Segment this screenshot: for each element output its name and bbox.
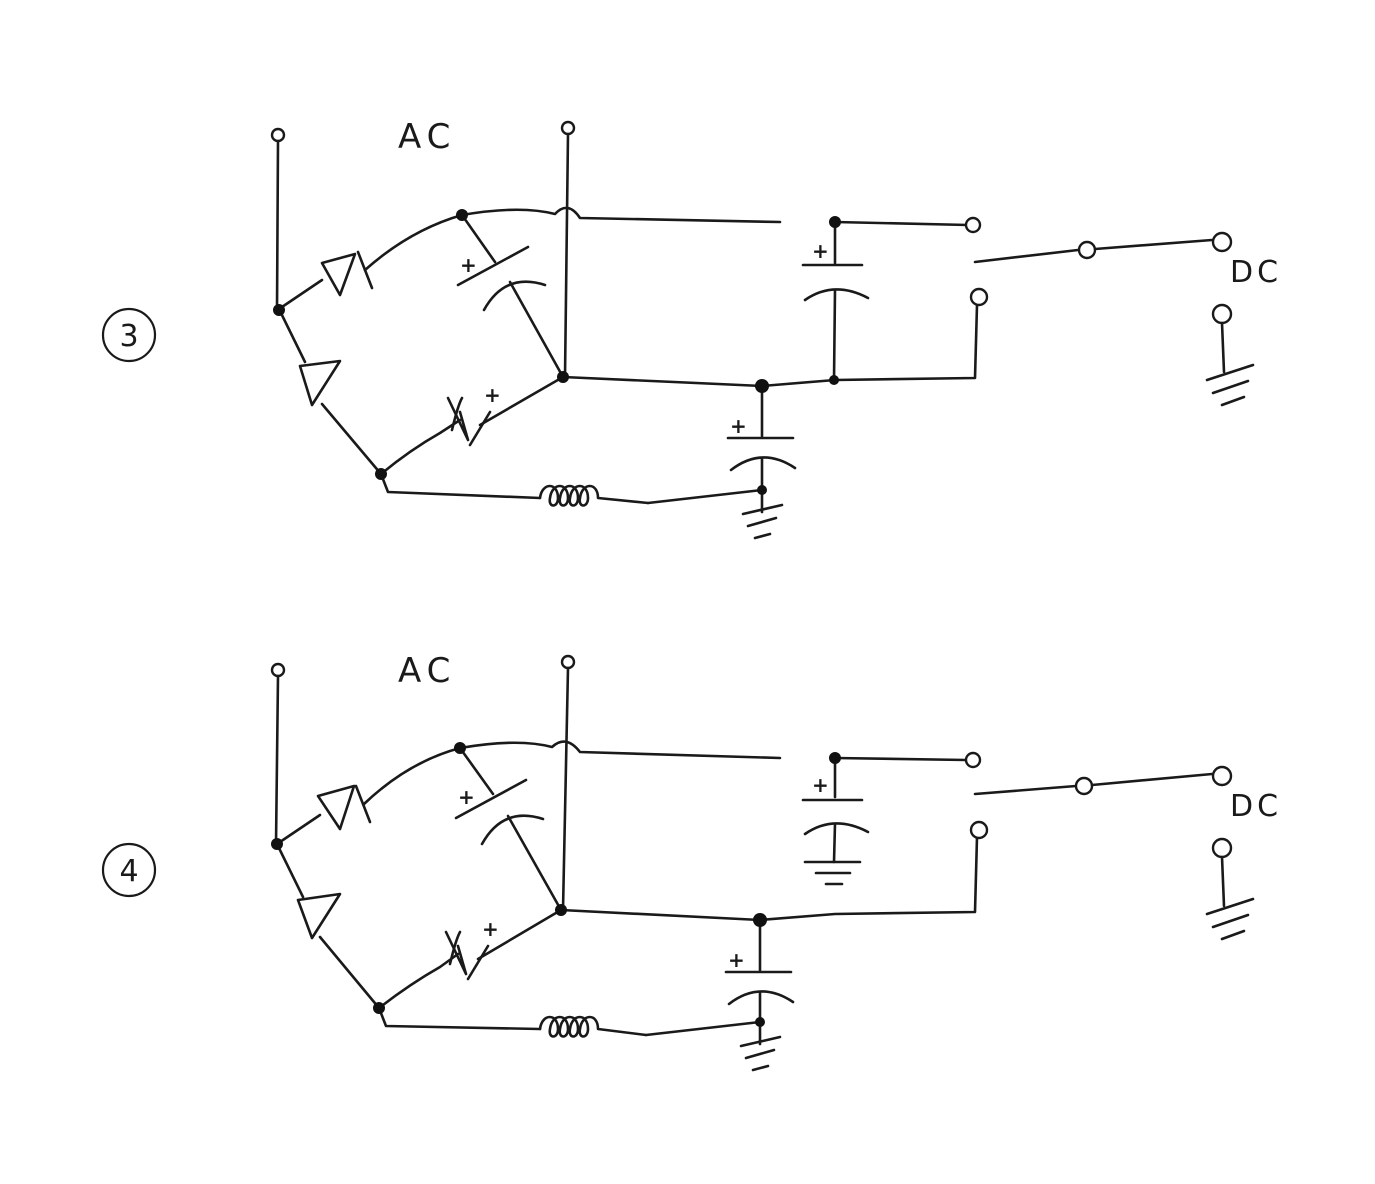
ac-input-terminal-right — [560, 120, 576, 136]
ac-input-terminal-left — [270, 127, 286, 143]
plus-sign: + — [484, 383, 501, 407]
capacitor-doubler-upper: + — [456, 213, 565, 379]
capacitor-filter-output: + — [801, 756, 870, 864]
capacitor-doubler-lower: + — [377, 908, 563, 1010]
dc-label: DC — [1230, 255, 1282, 290]
wire-ac-right — [561, 666, 570, 912]
switch-blade — [973, 784, 1078, 796]
ground-symbol — [741, 503, 784, 540]
dc-label: DC — [1230, 789, 1282, 824]
dc-output-terminal-pos — [1211, 231, 1233, 253]
wire-to-dc-out — [1093, 238, 1214, 251]
switch-pivot — [1074, 776, 1094, 796]
circuit-diagram-4: 4 AC + — [101, 651, 1282, 1072]
ground-symbol — [1205, 363, 1255, 407]
inductor — [377, 1006, 762, 1038]
switch-pivot — [1077, 240, 1097, 260]
circuit-diagram-3: 3 AC + — [101, 117, 1282, 540]
junction-dots — [271, 742, 841, 1027]
switch-blade — [973, 248, 1080, 264]
plus-sign: + — [728, 948, 745, 972]
plus-sign: + — [460, 253, 477, 277]
diode-lower — [275, 842, 381, 1010]
inductor — [379, 472, 764, 507]
diagram-number: 4 — [119, 854, 138, 889]
ac-label: AC — [398, 651, 456, 691]
diode-upper — [275, 746, 462, 846]
ac-label: AC — [398, 117, 456, 157]
diagram-number-badge: 4 — [101, 842, 157, 898]
ground-symbol — [803, 860, 862, 886]
wire-top-to-switch — [833, 220, 970, 227]
ground-symbol — [739, 1035, 782, 1072]
plus-sign: + — [482, 917, 499, 941]
junction-dots — [273, 209, 841, 495]
dc-output-terminal-neg — [1211, 303, 1233, 325]
wire-middle-rail — [561, 303, 979, 388]
diagram-number: 3 — [119, 319, 138, 354]
wire-to-dc-out — [1090, 772, 1214, 787]
wire-ac-right — [563, 132, 570, 379]
plus-sign: + — [458, 785, 475, 809]
switch-terminal-a — [964, 751, 982, 769]
capacitor-filter-output: + — [801, 220, 870, 382]
diode-lower — [277, 307, 383, 476]
switch-terminal-b — [969, 287, 989, 307]
wire-top-rail — [458, 740, 782, 760]
wire-dc-ground — [1220, 321, 1226, 374]
ac-input-terminal-left — [270, 662, 286, 678]
dc-output-terminal-neg — [1211, 837, 1233, 859]
ac-input-terminal-right — [560, 654, 576, 670]
wire-middle-rail — [559, 835, 979, 922]
wire-top-rail — [460, 206, 782, 224]
dc-output-terminal-pos — [1211, 765, 1233, 787]
plus-sign: + — [730, 414, 747, 438]
plus-sign: + — [812, 773, 829, 797]
switch-terminal-a — [964, 216, 982, 234]
plus-sign: + — [812, 239, 829, 263]
diode-upper — [277, 213, 464, 311]
wire-top-to-switch — [833, 756, 968, 762]
ground-symbol — [1205, 897, 1255, 941]
switch-terminal-b — [969, 820, 989, 840]
capacitor-doubler-lower: + — [379, 375, 565, 476]
capacitor-doubler-upper: + — [454, 746, 563, 912]
wire-ac-left — [274, 674, 280, 846]
diagram-number-badge: 3 — [101, 307, 157, 363]
wire-ac-left — [275, 139, 280, 312]
wire-dc-ground — [1220, 855, 1226, 908]
